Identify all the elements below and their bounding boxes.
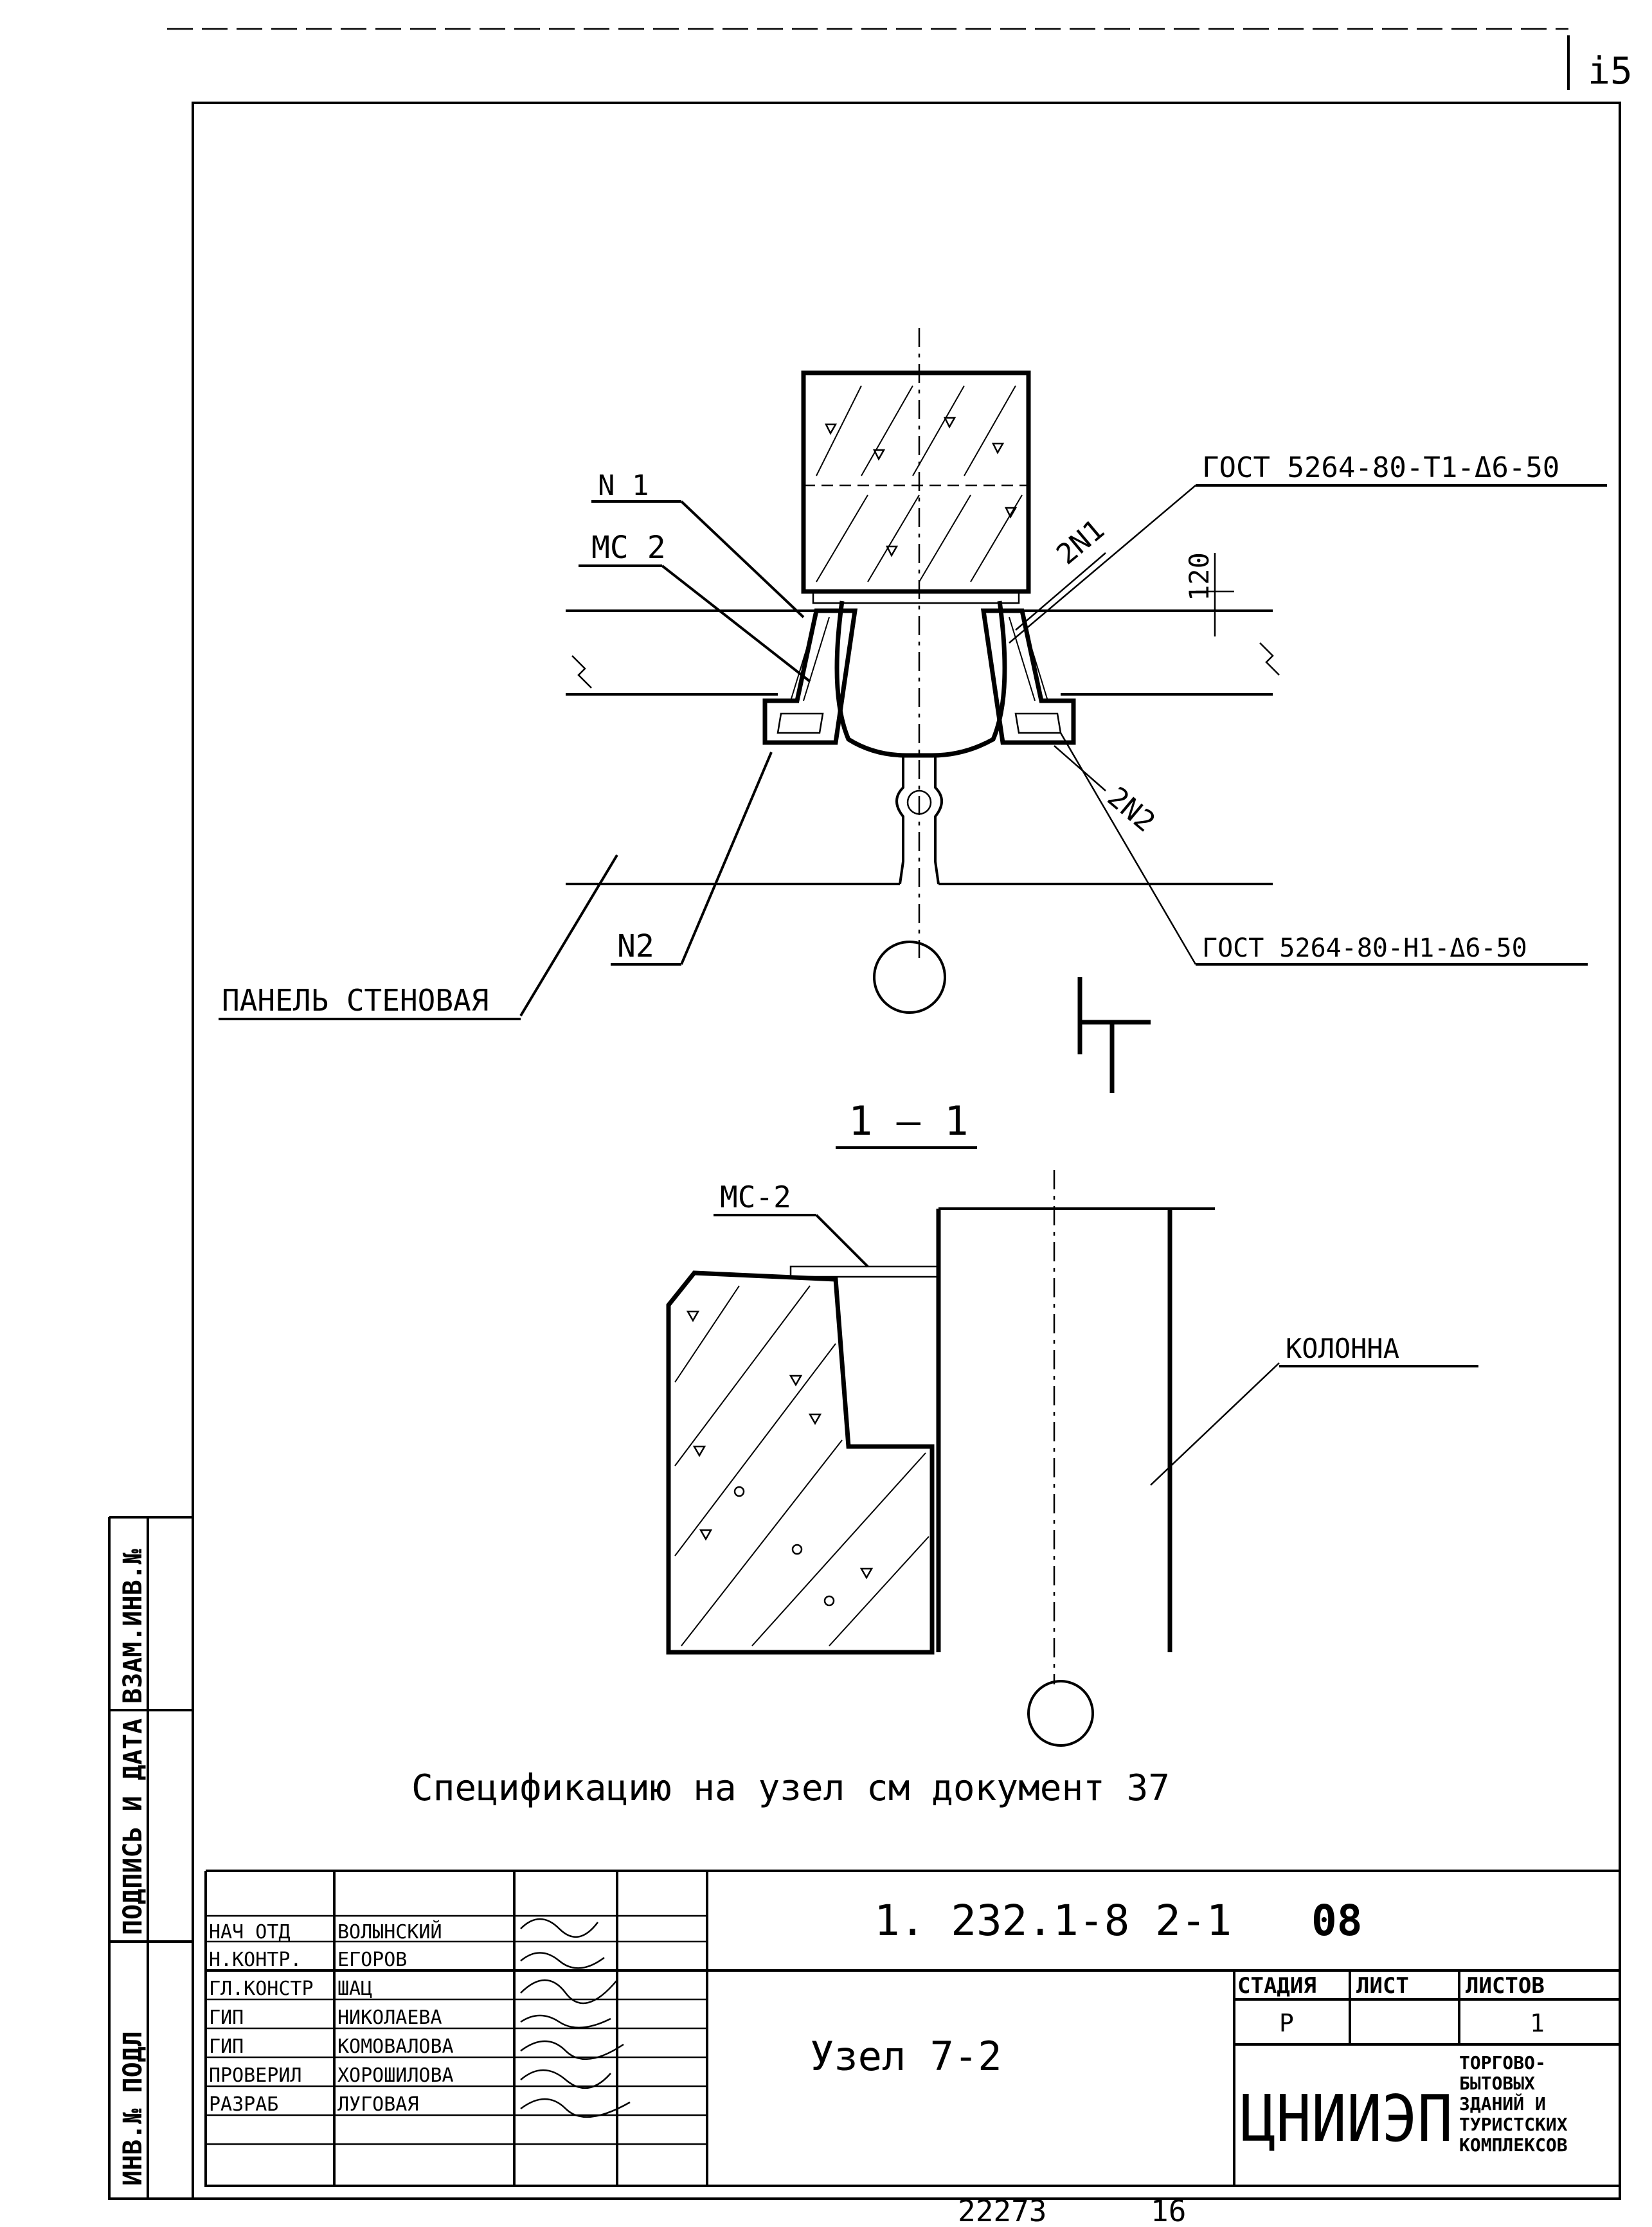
row-name: НИКОЛАЕВА [337,2006,442,2029]
axis-marker-plan [873,941,946,1014]
row-name: ШАЦ [337,1978,372,2000]
leader-n2 [680,752,773,965]
dim-120: 120 [1183,552,1215,601]
org-desc-line: ТУРИСТСКИХ [1459,2114,1568,2135]
label-column: КОЛОННА [1286,1333,1399,1364]
spec-note: Спецификацию на узел см документ 37 [411,1767,1170,1809]
side-vzam-inv: ВЗАМ.ИНВ.№ [118,1549,148,1704]
block-hatching [816,385,1023,582]
break-right [1259,642,1280,676]
label-mc2-top: MC 2 [591,530,666,566]
label-n2: N2 [617,928,654,964]
org-logo: ЦНИИЭП [1241,2081,1453,2156]
label-gost-bottom: ГОСТ 5264-80-Н1-Δ6-50 [1202,933,1527,963]
row-name: ЕГОРОВ [337,1949,407,1971]
concrete-block [801,370,1031,594]
org-desc-line: БЫТОВЫХ [1459,2073,1535,2094]
right-angle-bracket [980,608,1076,745]
sheet-frame [192,102,1621,2200]
stage-header: СТАДИЯ [1237,1973,1316,1999]
row-role: НАЧ ОТД [209,1921,290,1943]
side-inv-podl: ИНВ.№ ПОДЛ [118,2031,148,2186]
row-name: ВОЛЫНСКИЙ [337,1920,442,1943]
label-n1: N 1 [598,469,649,502]
archive-number: 22273 [958,2194,1046,2224]
title-block: НАЧ ОТД ВОЛЫНСКИЙ Н.КОНТР. ЕГОРОВ ГЛ.КОН… [204,1870,1620,2187]
axis-marker-section [1027,1680,1094,1747]
row-role: ГИП [209,2035,244,2058]
org-desc-line: ЗДАНИЙ И [1459,2093,1546,2114]
sheet-header: ЛИСТ [1356,1973,1409,1999]
embedded-plate [812,590,1020,604]
row-role: ГИП [209,2006,244,2029]
row-name: ЛУГОВАЯ [337,2093,418,2116]
side-stamp: ВЗАМ.ИНВ.№ ПОДПИСЬ И ДАТА ИНВ.№ ПОДЛ [108,1516,193,2200]
panel-section-hatching [674,1285,929,1646]
break-left [571,655,592,689]
leader-2n2 [1054,745,1106,791]
label-2n2: 2N2 [1101,780,1162,838]
leader-gost-top [1009,485,1196,644]
concrete-panel-section [666,1270,935,1655]
label-gost-top: ГОСТ 5264-80-Т1-Δ6-50 [1202,451,1559,484]
row-name: ХОРОШИЛОВА [337,2064,454,2087]
doc-num: 08 [1311,1896,1362,1945]
leader-2n1 [1015,552,1106,631]
sheets-value: 1 [1530,2009,1545,2037]
plan-detail: 120 N 1 MC 2 ГОСТ 5264-80-Т1-Δ6-50 2N1 2… [219,328,1607,1093]
row-role: ГЛ.КОНСТР [209,1978,314,2000]
section-cut-mark [1077,977,1151,1093]
leader-column [1150,1362,1280,1486]
label-panel: ПАНЕЛЬ СТЕНОВАЯ [222,983,489,1018]
page-number-top: i5 [1588,49,1633,93]
label-2n1: 2N1 [1050,513,1111,571]
leader-n1 [680,500,805,618]
leader-mc2 [661,564,811,683]
column-cap [834,600,1007,758]
doc-code: 1. 232.1-8 2-1 [874,1896,1232,1945]
sheets-header: ЛИСТОВ [1466,1973,1545,1999]
row-role: Н.КОНТР. [209,1949,302,1971]
stage-value: Р [1279,2009,1294,2037]
leader-gost-bottom [1059,732,1197,965]
row-name: КОМОВАЛОВА [337,2035,454,2058]
side-podpis-data: ПОДПИСЬ И ДАТА [118,1718,148,1935]
left-angle-bracket [762,608,858,745]
row-role: ПРОВЕРИЛ [209,2064,302,2087]
section-detail: 1 — 1 [666,1097,1478,1747]
org-desc-line: КОМПЛЕКСОВ [1459,2134,1568,2156]
mc2-plate [789,1265,940,1278]
footer-page: 16 [1151,2194,1186,2224]
leader-mc2-section [815,1214,869,1268]
leader-panel [519,854,618,1017]
label-mc2-section: МС-2 [720,1180,791,1214]
org-desc-line: ТОРГОВО- [1459,2052,1546,2073]
column-web [895,755,943,885]
signatures [520,1918,631,2118]
row-role: РАЗРАБ [209,2093,278,2116]
section-title: 1 — 1 [848,1097,969,1144]
drawing-title: Узел 7-2 [810,2033,1002,2080]
